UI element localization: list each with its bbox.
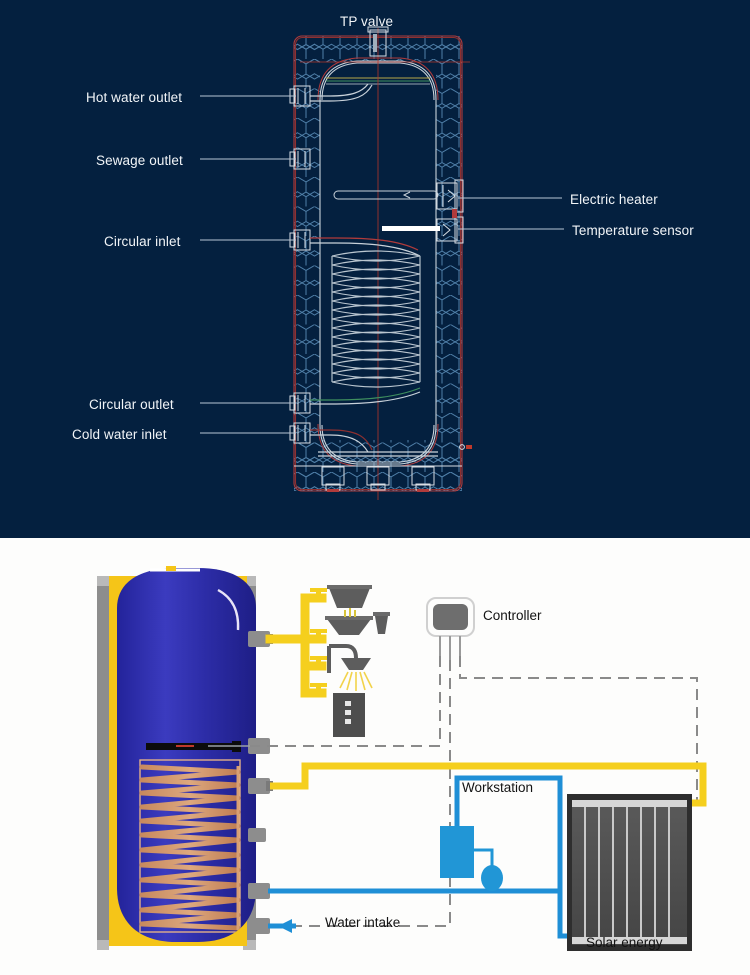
- label-hot-water-outlet: Hot water outlet: [86, 90, 183, 105]
- system-schematic-panel: Controller Workstation Water intake Sola…: [0, 538, 750, 975]
- port-solar-out: [248, 778, 270, 794]
- controller-unit: [426, 597, 475, 660]
- label-cold-water-inlet: Cold water inlet: [72, 427, 167, 442]
- manifold-valves: [310, 588, 327, 697]
- tp-valve: [367, 26, 389, 57]
- internal-pipework: [310, 83, 438, 457]
- label-sewage-outlet: Sewage outlet: [96, 153, 183, 168]
- electric-heater-element: [333, 190, 439, 200]
- tank-coil-frame: [139, 759, 241, 933]
- base-brackets: [294, 465, 462, 491]
- port-temperature-sensor: [436, 216, 464, 244]
- system-diagram: [97, 566, 707, 951]
- hot-water-manifold: [265, 593, 327, 698]
- label-circular-outlet: Circular outlet: [89, 397, 174, 412]
- label-temperature-sensor: Temperature sensor: [572, 223, 694, 238]
- heat-exchanger-coil: [331, 250, 421, 388]
- heater-terminal-marker: [452, 209, 457, 218]
- control-signal-lines: [250, 656, 698, 927]
- port-electric-heater: [436, 179, 464, 213]
- port-mid: [248, 828, 266, 842]
- foot-pads: [327, 489, 429, 492]
- drain-marker: [459, 444, 472, 450]
- temperature-sensor-probe: [382, 226, 440, 231]
- port-hot-outlet: [248, 631, 270, 647]
- label-water-intake: Water intake: [325, 915, 401, 930]
- label-workstation: Workstation: [462, 780, 534, 795]
- workstation-unit: [440, 826, 503, 891]
- solar-collector: [567, 794, 692, 951]
- port-nozzles-right: [436, 179, 464, 244]
- cad-drawing: [200, 26, 564, 500]
- fixture-washbasin-icon: [325, 608, 390, 635]
- leader-lines: [200, 95, 564, 434]
- fixture-bathtub-icon: [327, 585, 372, 608]
- label-electric-heater: Electric heater: [570, 192, 658, 207]
- storage-tank: [97, 566, 273, 950]
- port-solar-in: [248, 883, 270, 899]
- solar-hot-pipe: [270, 762, 707, 807]
- tank-frame-left: [97, 576, 109, 950]
- tank-highlight-arc: [217, 588, 240, 631]
- centerline: [300, 28, 470, 500]
- inner-tank-shell: [319, 60, 437, 465]
- solar-cold-pipe: [268, 775, 604, 939]
- label-solar-energy: Solar energy: [586, 935, 663, 950]
- tank-coil: [139, 764, 241, 931]
- water-intake-arrow: [268, 919, 296, 933]
- cad-cross-section-panel: TP valve Hot water outlet Sewage outlet …: [0, 0, 750, 538]
- label-tp-valve: TP valve: [340, 14, 394, 29]
- fixture-washing-machine-icon: [333, 693, 365, 737]
- port-cold-inlet: [248, 918, 270, 934]
- label-controller: Controller: [483, 608, 542, 623]
- label-circular-inlet: Circular inlet: [104, 234, 181, 249]
- fixture-shower-icon: [327, 644, 373, 691]
